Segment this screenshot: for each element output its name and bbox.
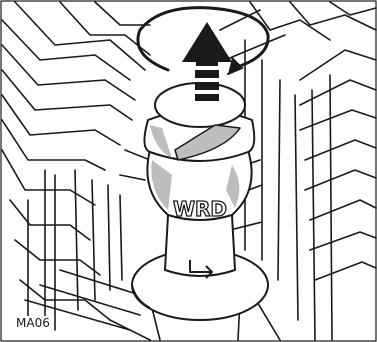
spray-arm-hub [131,82,269,321]
turn-indicator-icon [189,260,213,279]
lift-up-arrow-icon [182,22,232,101]
spray-arm-label: WRD [173,197,227,221]
figure-code-label: MA06 [15,316,53,330]
